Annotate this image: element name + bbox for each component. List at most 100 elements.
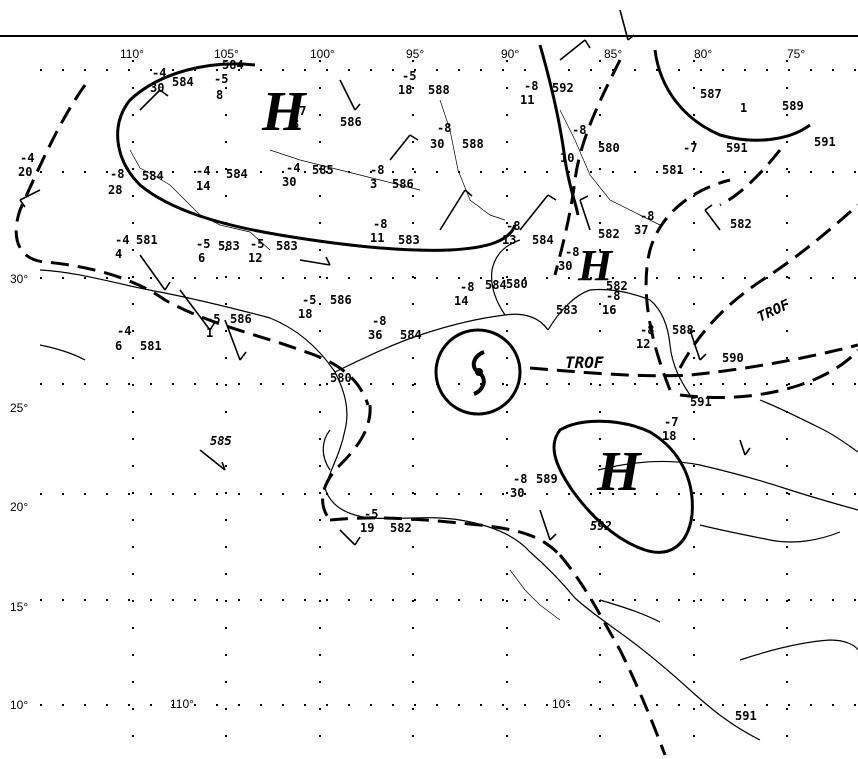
longitude-gridlines [132,60,788,755]
svg-text:585: 585 [210,434,232,448]
svg-text:-8: -8 [373,217,387,231]
station-s26: -8 30 589 [510,472,558,500]
svg-text:-4: -4 [20,151,34,165]
station-s3: -5 18 588 [398,69,450,97]
svg-text:-7: -7 [664,415,678,429]
svg-text:14: 14 [196,179,210,193]
svg-text:584: 584 [226,167,248,181]
station-s21: -8 36 584 [368,314,422,342]
svg-text:586: 586 [392,177,414,191]
svg-text:-8: -8 [640,209,654,223]
svg-text:-8: -8 [437,121,451,135]
extra-annotations: -7 1 -8 10 -4 20 [18,101,747,179]
svg-text:-5: -5 [302,293,316,307]
station-s11: -4 4 581 [115,233,158,261]
svg-text:580: 580 [506,277,528,291]
svg-text:580: 580 [330,371,352,385]
svg-text:583: 583 [276,239,298,253]
svg-text:591: 591 [690,395,712,409]
high-pressure-symbol-1: H [261,81,307,143]
svg-text:-5: -5 [196,237,210,251]
station-s20: -4 6 581 [115,324,162,353]
svg-text:-8: -8 [565,245,579,259]
svg-text:-8: -8 [640,323,654,337]
svg-text:-4: -4 [152,66,166,80]
svg-text:591: 591 [814,135,836,149]
lat-label-25: 25° [10,401,28,415]
station-s16: -8 30 582 [558,227,620,273]
station-s10: -8 3 586 [370,163,414,191]
svg-text:584: 584 [400,328,422,342]
lon-label-75: 75° [787,47,805,61]
station-s12: -5 6 583 [196,237,240,265]
svg-text:28: 28 [108,183,122,197]
svg-text:18: 18 [662,429,676,443]
lon-label-95: 95° [406,47,424,61]
station-s17: -8 37 582 [634,209,752,237]
svg-text:18: 18 [398,83,412,97]
svg-text:30: 30 [558,259,572,273]
lat-label-20: 20° [10,500,28,514]
svg-text:-5: -5 [206,312,220,326]
station-s6: -8 30 588 [430,121,484,151]
station-s14: -8 11 583 [370,217,420,247]
lat-label-30: 30° [10,272,28,286]
lon-label-100: 100° [310,47,335,61]
svg-text:-8: -8 [513,472,527,486]
station-s1: -4 30 584 [150,66,194,95]
svg-text:30: 30 [150,81,164,95]
svg-text:590: 590 [722,351,744,365]
svg-text:-8: -8 [460,280,474,294]
svg-text:583: 583 [218,239,240,253]
latitude-labels: 30° 25° 20° 15° 10° [10,272,28,712]
svg-text:-5: -5 [250,237,264,251]
svg-text:3: 3 [370,177,377,191]
latitude-gridlines [40,69,858,706]
svg-text:30: 30 [282,175,296,189]
svg-text:586: 586 [230,312,252,326]
station-plots: -4 30 584 -5 8 584 -5 18 588 -8 11 592 -… [108,58,752,535]
svg-text:591: 591 [735,709,757,723]
svg-text:12: 12 [636,337,650,351]
svg-text:586: 586 [340,115,362,129]
station-s27: -5 19 582 [360,507,412,535]
svg-text:13: 13 [502,233,516,247]
inner-lon-label-2: 10° [552,697,570,711]
lon-label-85: 85° [604,47,622,61]
high-pressure-symbol-2: H [577,241,614,290]
svg-text:16: 16 [602,303,616,317]
trough-label-2: TROF [755,297,793,326]
svg-text:586: 586 [330,293,352,307]
svg-text:30: 30 [510,486,524,500]
svg-text:-5: -5 [402,69,416,83]
svg-text:10: 10 [560,151,574,165]
svg-text:6: 6 [115,339,122,353]
station-s19: -5 1 586 [206,312,252,340]
svg-text:4: 4 [115,247,122,261]
svg-text:-5: -5 [364,507,378,521]
svg-text:-7: -7 [683,141,697,155]
lon-label-90: 90° [501,47,519,61]
svg-text:584: 584 [142,169,164,183]
svg-text:588: 588 [672,323,694,337]
station-s24: -8 12 588 [636,323,694,351]
high-pressure-oval [552,419,694,554]
svg-text:1: 1 [740,101,747,115]
svg-text:19: 19 [360,521,374,535]
svg-text:36: 36 [368,328,382,342]
svg-text:589: 589 [536,472,558,486]
svg-text:37: 37 [634,223,648,237]
svg-text:582: 582 [390,521,412,535]
svg-text:589: 589 [782,99,804,113]
lon-label-110: 110° [120,47,144,61]
tropical-storm-icon [471,350,486,396]
svg-text:580: 580 [598,141,620,155]
svg-text:-4: -4 [117,324,131,338]
svg-text:591: 591 [726,141,748,155]
svg-text:582: 582 [606,279,628,293]
lat-label-15: 15° [10,600,28,614]
svg-text:584: 584 [172,75,194,89]
svg-text:-8: -8 [372,314,386,328]
svg-text:-8: -8 [606,289,620,303]
svg-text:-8: -8 [506,219,520,233]
